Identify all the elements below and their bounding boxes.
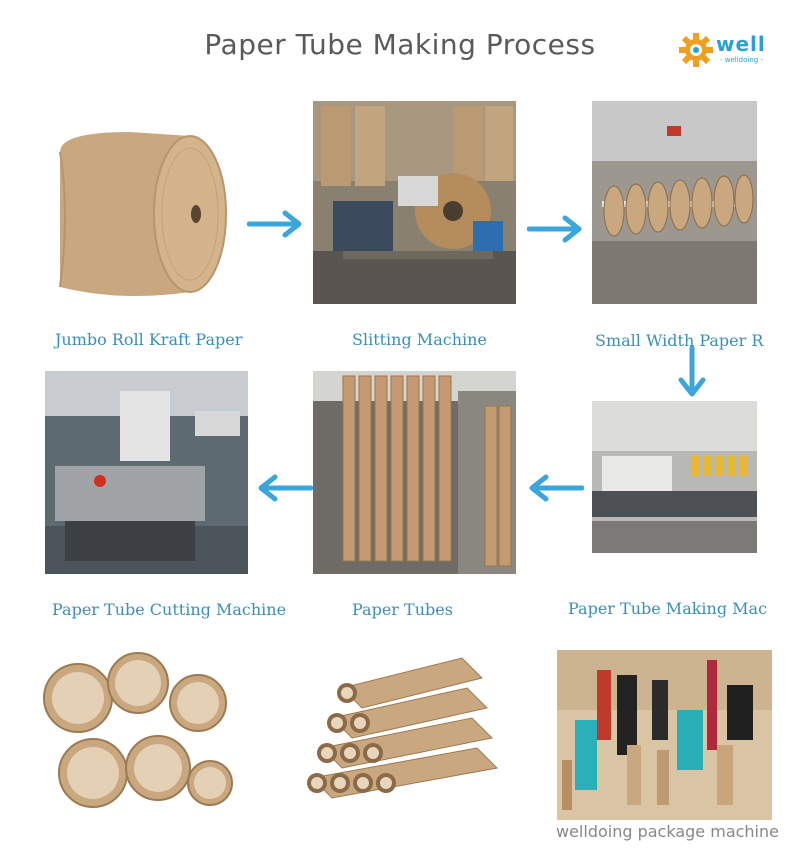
tube-making-machine-photo <box>592 401 757 553</box>
cutting-machine-photo <box>45 371 248 574</box>
page-title: Paper Tube Making Process <box>204 28 596 61</box>
caption-tube-making-machine: Paper Tube Making Mac <box>568 599 768 618</box>
slitting-machine-photo <box>313 101 516 304</box>
tube-pyramid-photo <box>292 643 502 826</box>
logo-subtitle: - welldoing - <box>720 56 763 64</box>
footer-watermark: welldoing package machine <box>556 822 779 841</box>
caption-jumbo-roll: Jumbo Roll Kraft Paper <box>55 330 243 349</box>
arrow-right-icon <box>247 210 303 238</box>
caption-paper-tubes: Paper Tubes <box>352 600 453 619</box>
caption-slitting-machine: Slitting Machine <box>352 330 487 349</box>
arrow-left-icon <box>257 474 313 502</box>
jumbo-roll-photo <box>40 122 240 312</box>
arrow-right-icon <box>527 215 583 243</box>
tube-cores-photo <box>38 643 235 826</box>
caption-cutting-machine: Paper Tube Cutting Machine <box>52 600 287 619</box>
arrow-left-icon <box>528 474 584 502</box>
assorted-tubes-photo <box>557 650 772 820</box>
welldoing-logo: well - welldoing - <box>676 30 776 70</box>
arrow-down-icon <box>678 346 706 398</box>
small-width-rolls-photo <box>592 101 757 304</box>
paper-tubes-photo <box>313 371 516 574</box>
logo-wordmark: well <box>716 32 766 56</box>
gear-icon <box>679 33 713 67</box>
caption-small-width-paper: Small Width Paper R <box>595 331 764 350</box>
